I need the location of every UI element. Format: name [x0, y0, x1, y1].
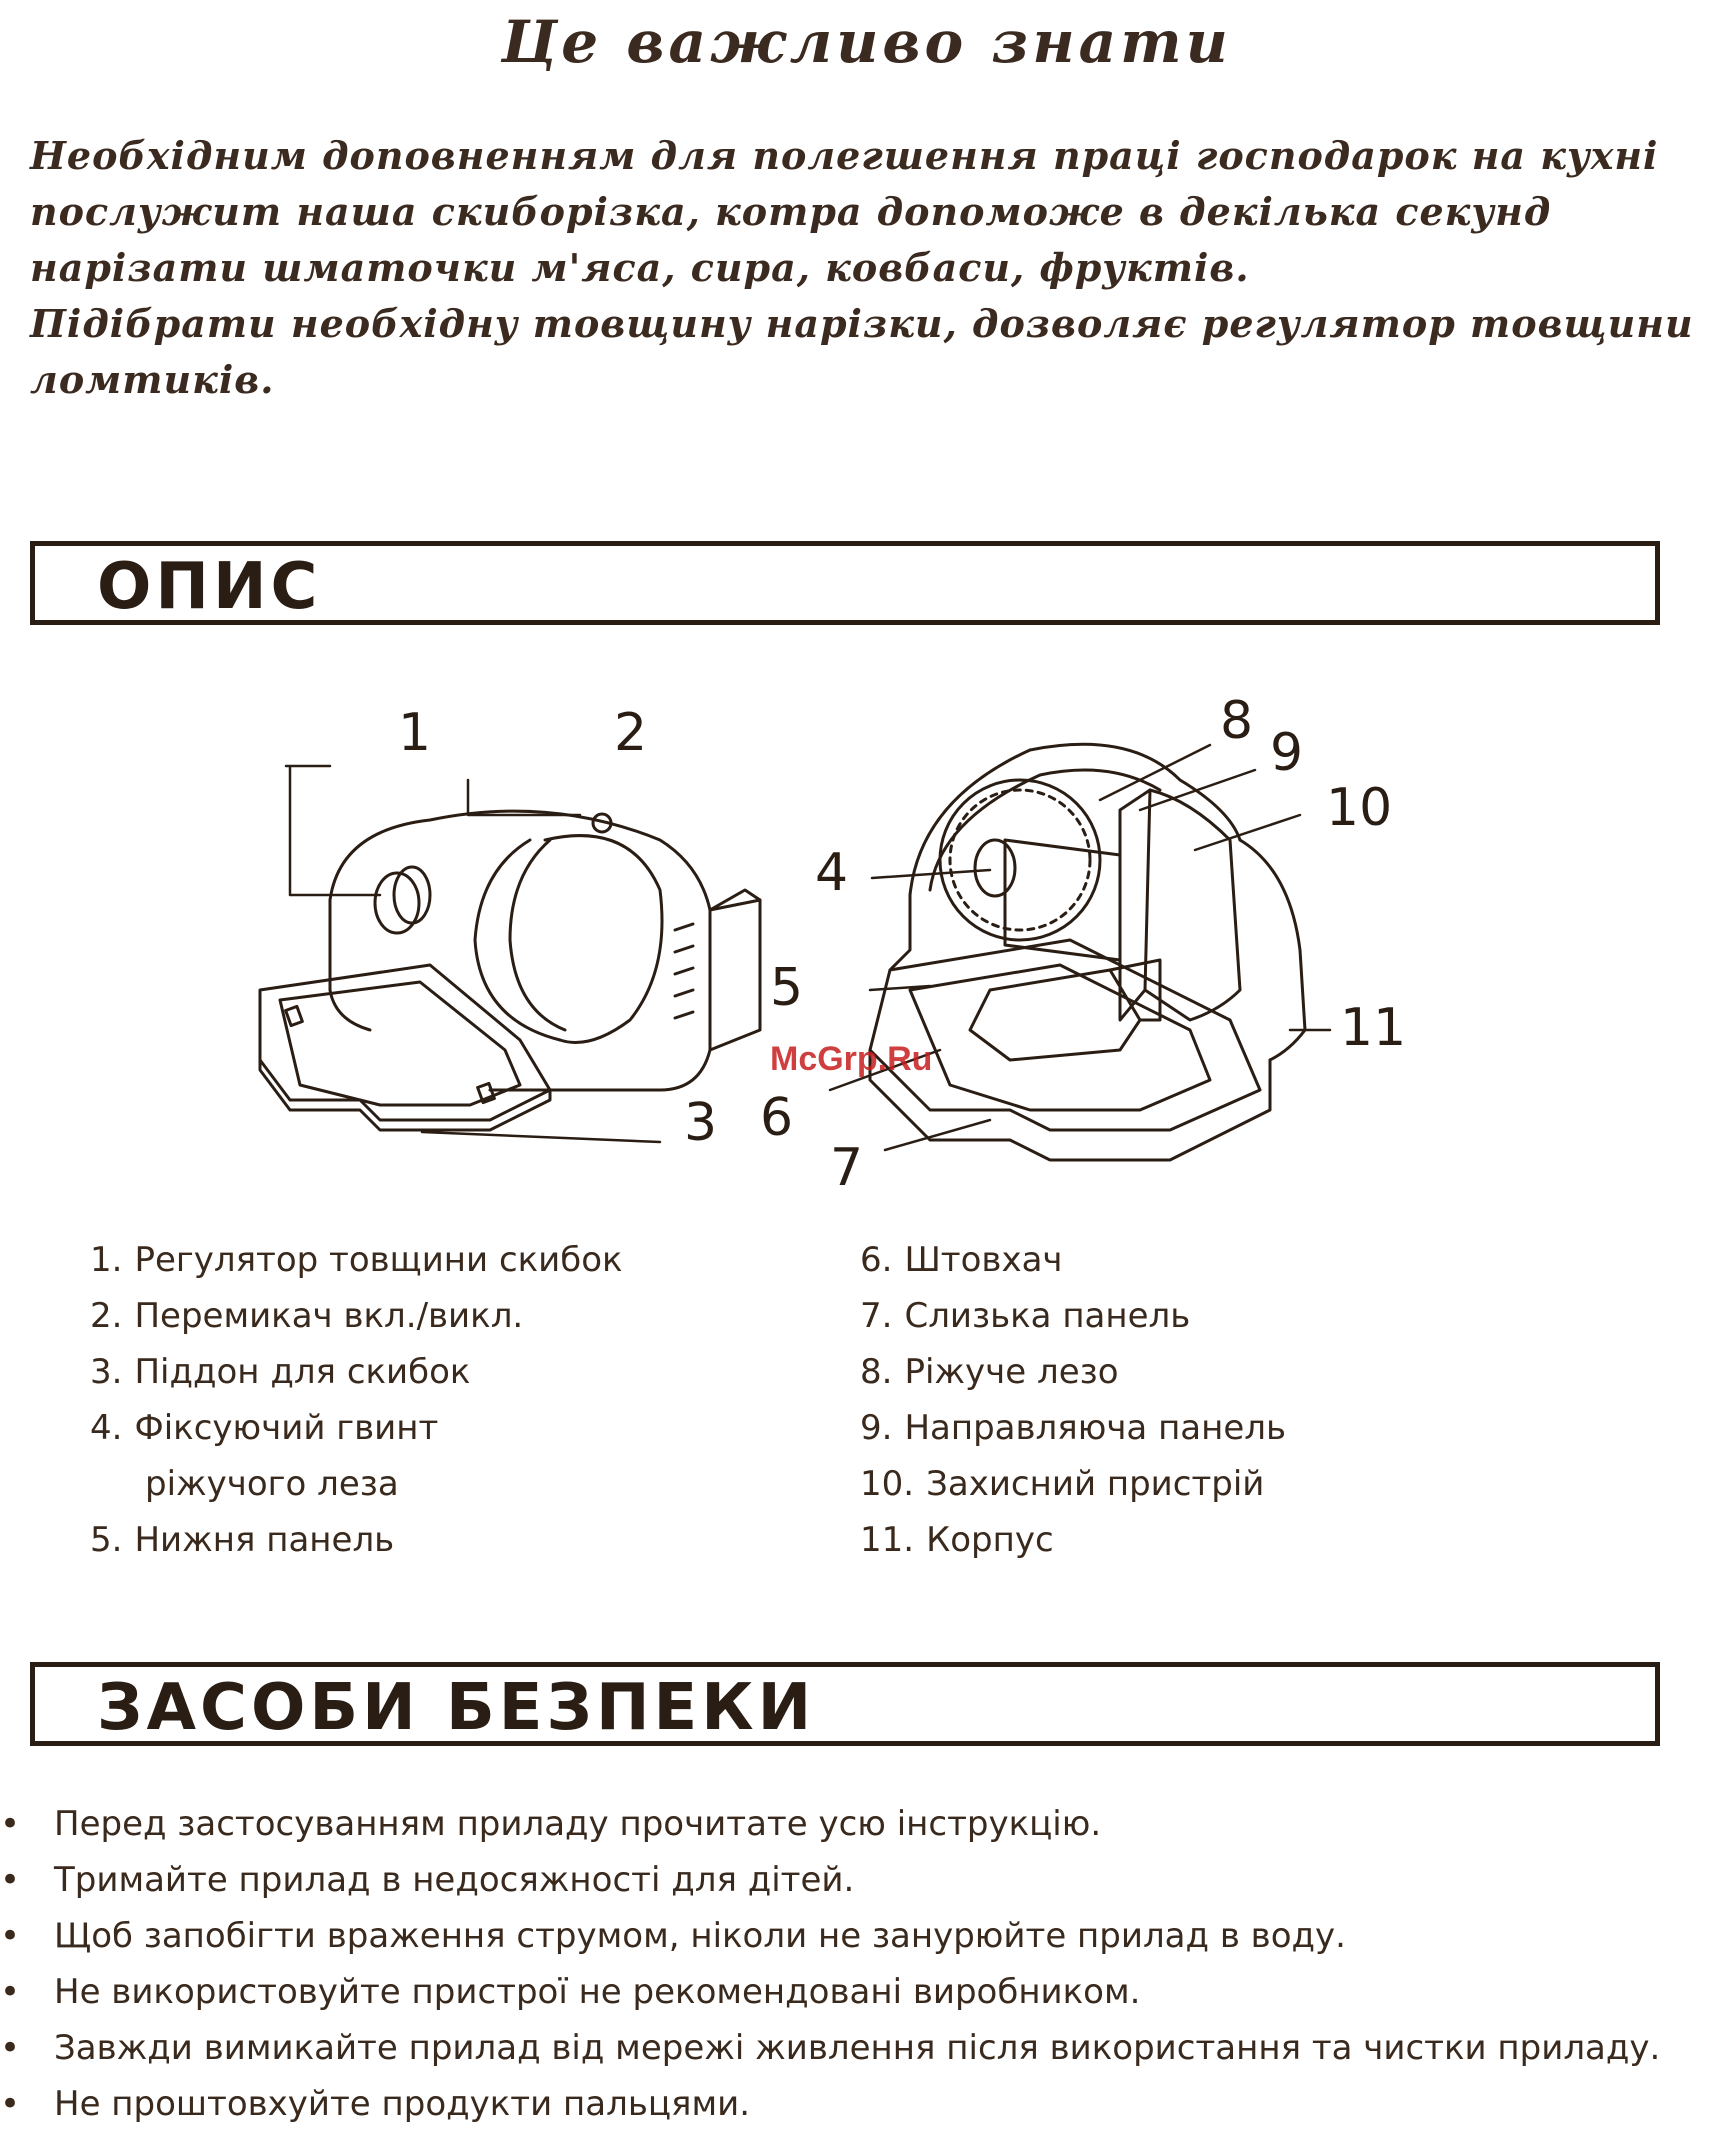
safety-item: •Не проштовхуйте продукти пальцями.	[0, 2076, 1733, 2132]
part-item: 1.Регулятор товщини скибок	[90, 1240, 623, 1280]
part-item: 6.Штовхач	[860, 1240, 1063, 1280]
intro-text: Необхідним доповненням для полегшення пр…	[30, 128, 1720, 408]
parts-list-right: 6.Штовхач 7.Слизька панель 8.Ріжуче лезо…	[860, 1232, 1560, 1568]
slicer-side-view	[868, 742, 1307, 1162]
diagram-number-2: 2	[614, 703, 647, 763]
section-description-title: ОПИС	[97, 550, 322, 624]
diagram-number-6: 6	[760, 1088, 793, 1148]
part-item: 4.Фіксуючий гвинт	[90, 1408, 439, 1448]
safety-item: •Перед застосуванням приладу прочитате у…	[0, 1796, 1733, 1852]
bullet-icon: •	[0, 1804, 21, 1844]
intro-paragraph-1: Необхідним доповненням для полегшення пр…	[30, 133, 1659, 290]
slice-tray	[258, 963, 552, 1122]
part-item: 11.Корпус	[860, 1520, 1054, 1560]
part-item: 10.Захисний пристрій	[860, 1464, 1265, 1504]
part-item: 3.Піддон для скибок	[90, 1352, 471, 1392]
section-description-header: ОПИС	[30, 541, 1660, 625]
diagram-number-7: 7	[830, 1138, 863, 1198]
bullet-icon: •	[0, 1972, 21, 2012]
part-item-continuation: ріжучого леза	[145, 1464, 399, 1504]
diagram-number-9: 9	[1270, 723, 1303, 783]
bullet-icon: •	[0, 1860, 21, 1900]
cutting-blade-icon	[938, 778, 1102, 942]
diagram-number-10: 10	[1326, 778, 1392, 838]
safety-item: •Тримайте прилад в недосяжності для діте…	[0, 1852, 1733, 1908]
section-safety-header: ЗАСОБИ БЕЗПЕКИ	[30, 1662, 1660, 1746]
slicer-front-view	[258, 809, 762, 1132]
section-safety-title: ЗАСОБИ БЕЗПЕКИ	[97, 1671, 816, 1745]
bullet-icon: •	[0, 2084, 21, 2124]
part-item: 5.Нижня панель	[90, 1520, 395, 1560]
thickness-knob-icon	[373, 871, 421, 935]
intro-paragraph-2: Підібрати необхідну товщину нарізки, доз…	[30, 301, 1694, 402]
bullet-icon: •	[0, 1916, 21, 1956]
pusher	[968, 968, 1142, 1062]
page-title: Це важливо знати	[501, 8, 1232, 76]
bullet-icon: •	[0, 2028, 21, 2068]
safety-item: •Щоб запобігти враження струмом, ніколи …	[0, 1908, 1733, 1964]
leader-lines	[284, 743, 1332, 1152]
slicer-diagram: 1 2 3 4 5 6 7 8 9 10 11	[258, 691, 1406, 1198]
parts-list-left: 1.Регулятор товщини скибок 2.Перемикач в…	[90, 1232, 710, 1568]
diagram-number-8: 8	[1220, 691, 1253, 751]
part-item: 2.Перемикач вкл./викл.	[90, 1296, 524, 1336]
diagram-number-11: 11	[1340, 998, 1406, 1058]
watermark: McGrp.Ru	[770, 1040, 933, 1078]
safety-item: •Завжди вимикайте прилад від мережі живл…	[0, 2020, 1733, 2076]
diagram-number-3: 3	[684, 1093, 717, 1153]
diagram-number-1: 1	[398, 703, 431, 763]
part-item: 8.Ріжуче лезо	[860, 1352, 1119, 1392]
part-item: 9.Направляюча панель	[860, 1408, 1287, 1448]
part-item: 7.Слизька панель	[860, 1296, 1191, 1336]
power-switch-icon	[591, 812, 613, 834]
diagram-number-5: 5	[770, 958, 803, 1018]
blade-screw-icon	[973, 838, 1017, 898]
diagram-number-4: 4	[815, 843, 848, 903]
safety-item: •Не використовуйте пристрої не рекомендо…	[0, 1964, 1733, 2020]
guide-panel	[1118, 788, 1152, 1022]
safety-list: •Перед застосуванням приладу прочитате у…	[0, 1796, 1733, 2132]
